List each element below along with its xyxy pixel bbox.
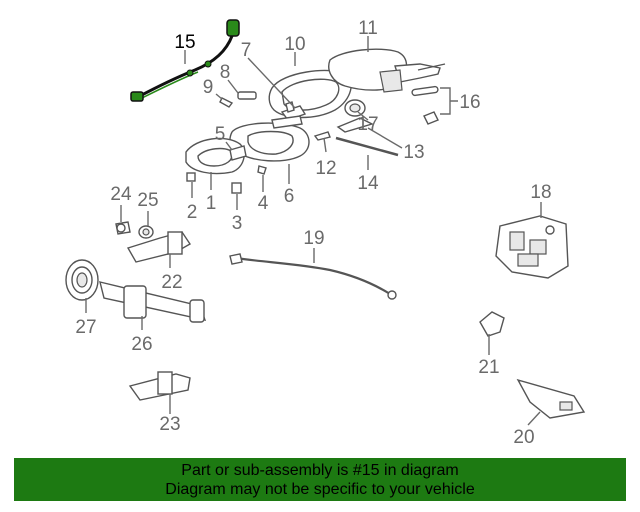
callout-15: 15 <box>174 32 195 53</box>
part-6-inside-handle[interactable] <box>229 115 310 162</box>
part-11-handle-assembly[interactable] <box>328 48 446 93</box>
part-4-screw[interactable] <box>257 165 267 175</box>
callout-24: 24 <box>110 184 132 205</box>
part-25-nut[interactable] <box>138 225 154 239</box>
part-14-rod[interactable] <box>335 136 399 157</box>
part-15-wiring-harness[interactable] <box>130 19 240 102</box>
part-9-screw[interactable] <box>219 97 234 108</box>
callout-16: 16 <box>459 92 480 113</box>
callout-11: 11 <box>358 18 378 39</box>
callout-21: 21 <box>478 357 499 378</box>
callout-19: 19 <box>303 228 324 249</box>
callout-13: 13 <box>403 142 424 163</box>
leader-lines <box>85 36 542 426</box>
callout-1: 1 <box>206 193 217 214</box>
callout-6: 6 <box>284 186 295 207</box>
callout-3: 3 <box>232 213 243 234</box>
callout-14: 14 <box>357 173 379 194</box>
callout-5: 5 <box>215 124 226 145</box>
callout-26: 26 <box>131 334 152 355</box>
callout-23: 23 <box>159 414 180 435</box>
info-banner: Part or sub-assembly is #15 in diagram D… <box>14 458 626 501</box>
part-2-clip[interactable] <box>186 172 196 182</box>
part-21-striker[interactable] <box>479 311 505 337</box>
callout-7: 7 <box>241 40 252 61</box>
callout-27: 27 <box>75 317 96 338</box>
part-16-rod-clips[interactable] <box>411 85 439 125</box>
callout-25: 25 <box>137 190 158 211</box>
callout-4: 4 <box>258 193 269 214</box>
callout-20: 20 <box>513 427 534 448</box>
part-18-latch-assembly[interactable] <box>495 215 569 279</box>
callout-17: 17 <box>357 114 378 135</box>
parts-diagram: 15 7 10 11 8 9 16 5 17 13 12 14 2 1 3 4 … <box>65 18 586 448</box>
part-12-clip[interactable] <box>313 131 331 141</box>
part-26-door-check[interactable] <box>99 281 207 323</box>
part-20-bracket[interactable] <box>516 378 586 419</box>
part-3-clip[interactable] <box>231 182 242 194</box>
callout-12: 12 <box>315 158 336 179</box>
part-13-lock-rod[interactable] <box>336 117 374 133</box>
part-8-fastener[interactable] <box>237 91 257 100</box>
part-23-bracket[interactable] <box>128 371 191 401</box>
part-19-cable[interactable] <box>229 253 397 300</box>
banner-line-2: Diagram may not be specific to your vehi… <box>165 481 475 498</box>
callout-8: 8 <box>220 62 231 83</box>
banner-line-1: Part or sub-assembly is #15 in diagram <box>181 462 459 479</box>
callout-numbers: 15 7 10 11 8 9 16 5 17 13 12 14 2 1 3 4 … <box>75 18 551 448</box>
callout-22: 22 <box>161 272 182 293</box>
callout-10: 10 <box>284 34 305 55</box>
callout-18: 18 <box>530 182 551 203</box>
callout-2: 2 <box>187 202 198 223</box>
part-24-bolt[interactable] <box>115 221 131 235</box>
callout-9: 9 <box>203 77 214 98</box>
part-5-retainer[interactable] <box>229 145 247 161</box>
part-22-hinge[interactable] <box>126 231 191 263</box>
part-17-lock-cylinder[interactable] <box>344 99 366 117</box>
part-27-boot[interactable] <box>65 259 99 301</box>
